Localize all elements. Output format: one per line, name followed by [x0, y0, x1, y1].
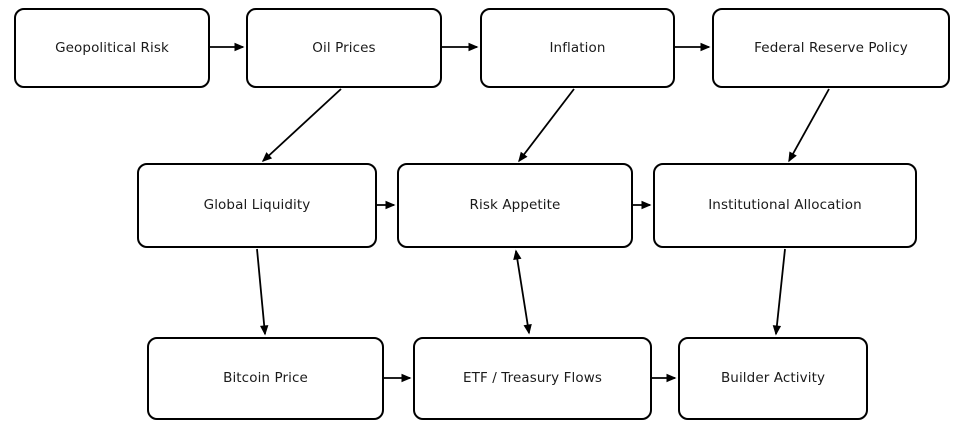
node-institutional-allocation[interactable]: Institutional Allocation: [653, 163, 917, 248]
node-etf-treasury-flows[interactable]: ETF / Treasury Flows: [413, 337, 652, 420]
node-label: Global Liquidity: [203, 197, 311, 214]
node-federal-reserve-policy[interactable]: Federal Reserve Policy: [712, 8, 950, 88]
edge-institutional_allocation-to-builder_activity: [772, 248, 786, 336]
node-builder-activity[interactable]: Builder Activity: [678, 337, 868, 420]
node-bitcoin-price[interactable]: Bitcoin Price: [147, 337, 384, 420]
edge-federal_reserve_policy-to-institutional_allocation: [788, 88, 830, 163]
node-inflation[interactable]: Inflation: [480, 8, 675, 88]
node-oil-prices[interactable]: Oil Prices: [246, 8, 442, 88]
node-risk-appetite[interactable]: Risk Appetite: [397, 163, 633, 248]
edge-risk_appetite-to-etf_treasury_flows: [513, 249, 532, 335]
node-geopolitical-risk[interactable]: Geopolitical Risk: [14, 8, 210, 88]
edge-oil_prices-to-global_liquidity: [261, 88, 342, 163]
node-label: Risk Appetite: [469, 197, 561, 214]
node-label: Geopolitical Risk: [55, 39, 169, 56]
node-label: Federal Reserve Policy: [754, 39, 908, 56]
node-global-liquidity[interactable]: Global Liquidity: [137, 163, 377, 248]
node-label: Oil Prices: [312, 39, 376, 56]
node-label: Builder Activity: [720, 370, 826, 387]
node-label: Bitcoin Price: [223, 370, 308, 387]
node-label: ETF / Treasury Flows: [462, 370, 603, 387]
node-label: Inflation: [549, 39, 606, 56]
edge-global_liquidity-to-bitcoin_price: [256, 248, 269, 336]
node-label: Institutional Allocation: [708, 197, 862, 214]
edge-inflation-to-risk_appetite: [518, 88, 575, 163]
